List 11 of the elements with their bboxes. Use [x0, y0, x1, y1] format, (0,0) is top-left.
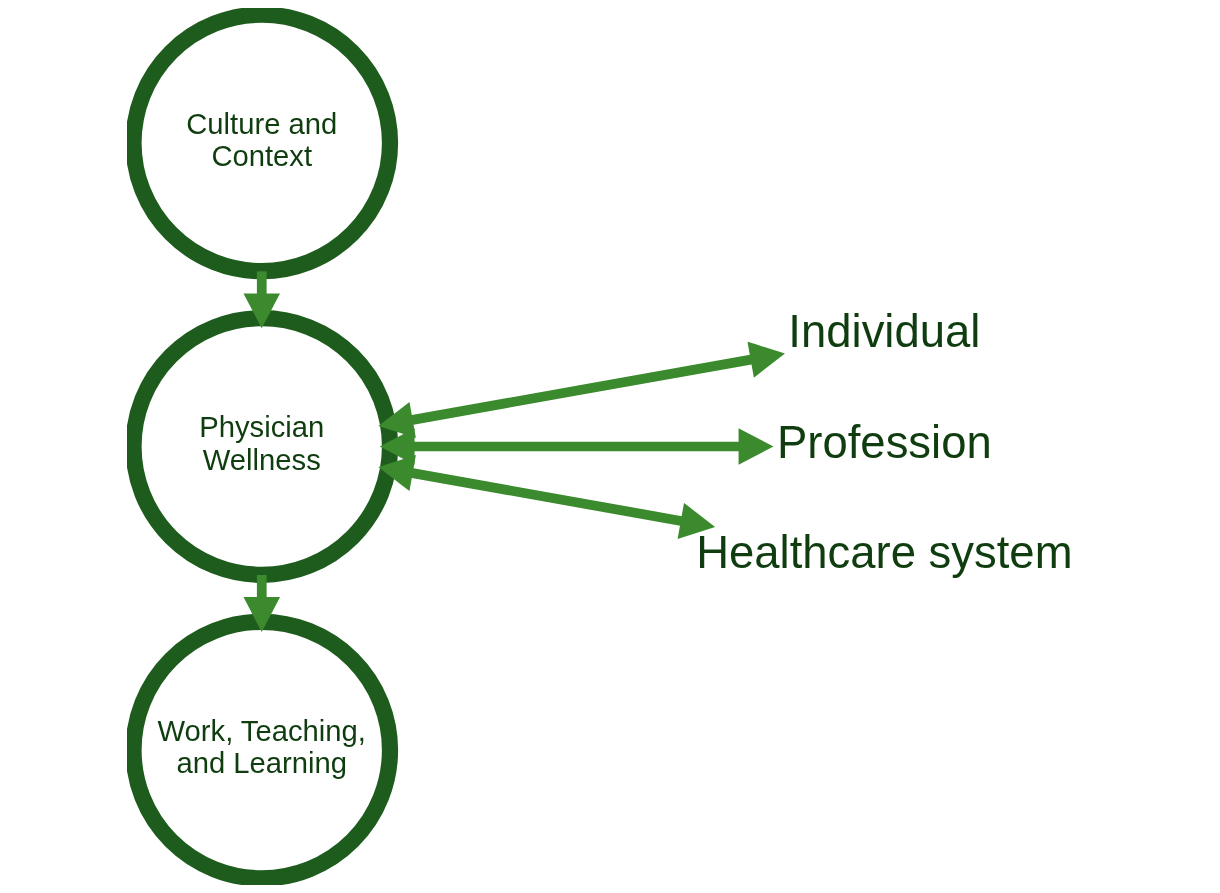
- node-circle: Physician Wellness: [127, 310, 399, 583]
- node-text: Healthcare system: [696, 527, 1073, 579]
- node-circle: Culture and Context: [127, 8, 399, 280]
- node-circle: Work, Teaching, and Learning: [127, 613, 399, 885]
- node-text: Profession: [777, 416, 992, 468]
- arrow: [378, 341, 785, 438]
- arrow: [379, 428, 774, 465]
- arrow: [243, 271, 281, 329]
- arrow: [243, 574, 281, 632]
- arrow: [378, 455, 716, 539]
- node-text: Individual: [788, 306, 981, 358]
